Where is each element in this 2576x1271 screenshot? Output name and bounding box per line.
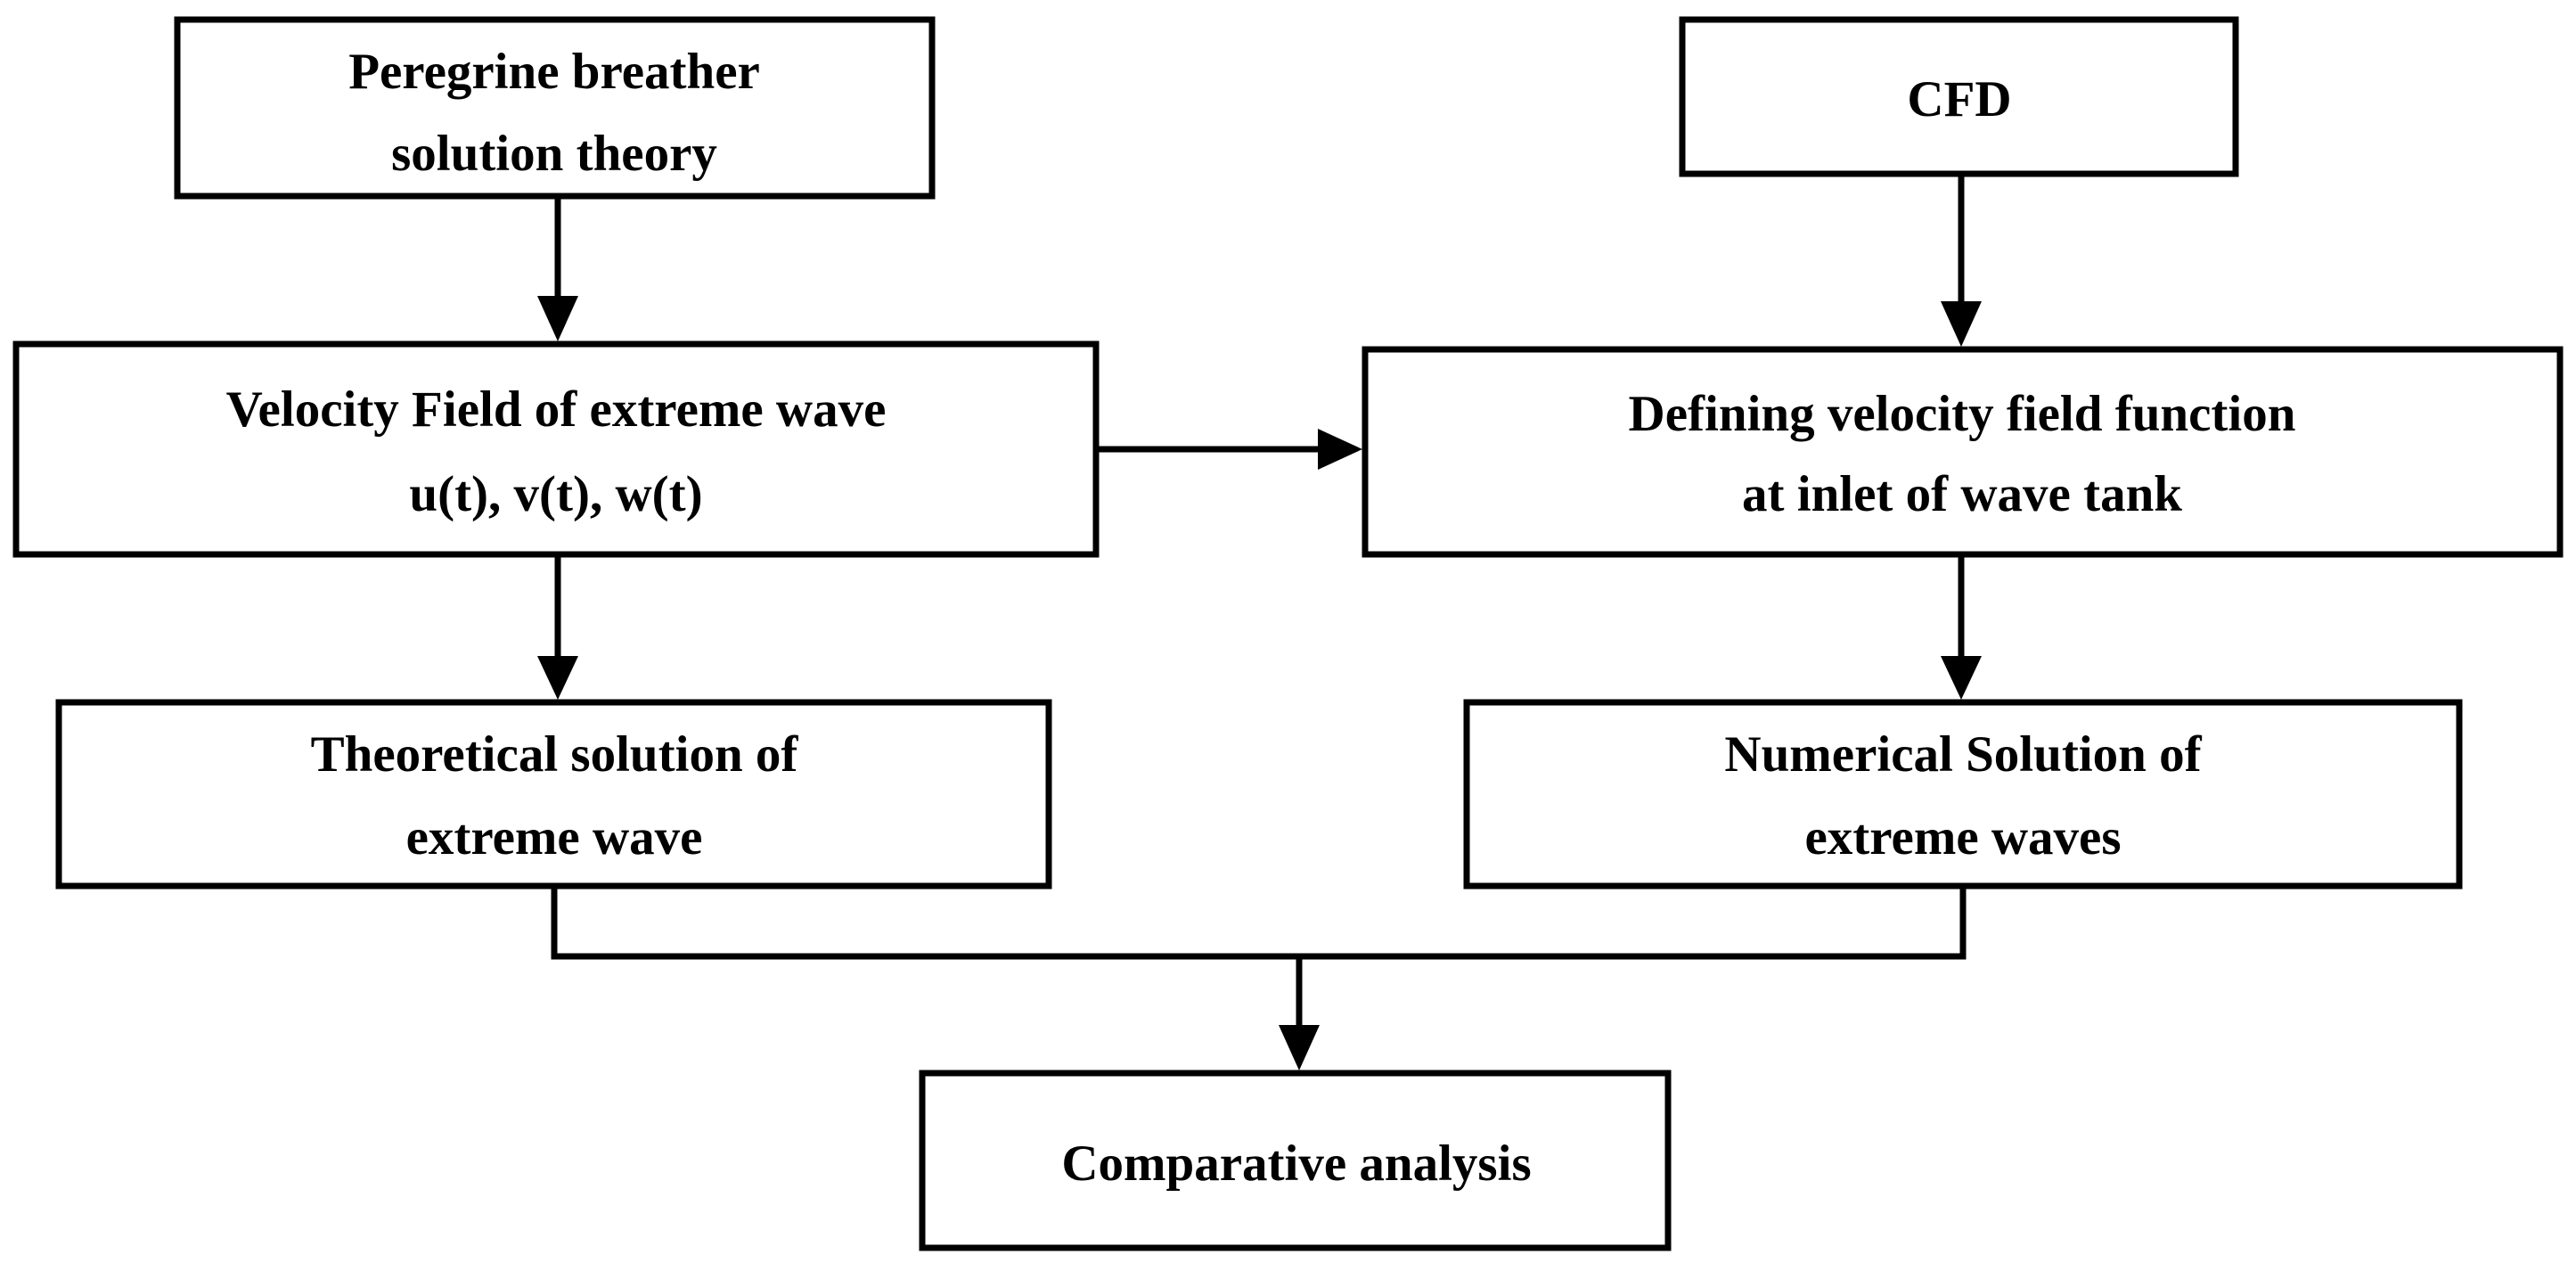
node-cfd: CFD	[1679, 16, 2239, 177]
node-numerical-solution-label-line2: extreme waves	[1804, 809, 2121, 865]
node-defining-velocity-field: Defining velocity field function at inle…	[1362, 346, 2564, 558]
arrow-velocity-field-to-theoretical-head	[537, 656, 578, 700]
node-theoretical-solution: Theoretical solution of extreme wave	[55, 699, 1052, 890]
node-comparative-analysis: Comparative analysis	[919, 1070, 1672, 1251]
node-peregrine-breather: Peregrine breather solution theory	[174, 16, 936, 200]
node-theoretical-solution-label-line2: extreme wave	[406, 809, 703, 865]
node-defining-velocity-field-box	[1362, 346, 2564, 558]
arrow-peregrine-to-velocity-field-head	[537, 296, 578, 341]
node-cfd-box	[1679, 16, 2239, 177]
arrow-velocity-field-to-theoretical	[537, 554, 578, 700]
node-velocity-field-box	[12, 340, 1100, 558]
arrow-cfd-to-defining-velocity	[1941, 174, 1982, 347]
node-peregrine-breather-box	[174, 16, 936, 200]
node-numerical-solution-label-line1: Numerical Solution of	[1724, 726, 2202, 783]
node-peregrine-breather-label-line2: solution theory	[391, 126, 717, 182]
arrow-defining-velocity-to-numerical	[1941, 554, 1982, 700]
node-defining-velocity-field-label-line2: at inlet of wave tank	[1742, 466, 2182, 522]
node-numerical-solution: Numerical Solution of extreme waves	[1463, 699, 2463, 890]
arrow-defining-velocity-to-numerical-head	[1941, 656, 1982, 700]
node-theoretical-solution-box	[55, 699, 1052, 890]
arrow-velocity-field-to-defining-velocity	[1096, 429, 1362, 470]
arrow-merge-to-comparative-analysis	[551, 886, 1967, 1070]
node-comparative-analysis-label: Comparative analysis	[1061, 1136, 1531, 1192]
node-theoretical-solution-label-line1: Theoretical solution of	[311, 726, 799, 783]
node-cfd-label: CFD	[1907, 71, 2011, 127]
arrow-cfd-to-defining-velocity-head	[1941, 301, 1982, 347]
node-velocity-field-label-line1: Velocity Field of extreme wave	[226, 381, 887, 438]
arrow-velocity-field-to-defining-velocity-head	[1318, 429, 1362, 470]
merge-line-from-numerical	[1299, 886, 1967, 960]
node-numerical-solution-box	[1463, 699, 2463, 890]
node-comparative-analysis-box	[919, 1070, 1672, 1251]
arrow-to-comparative-analysis-head	[1279, 1025, 1320, 1070]
node-velocity-field-label-line2: u(t), v(t), w(t)	[409, 466, 702, 522]
merge-line-from-theoretical	[551, 886, 1299, 960]
arrow-peregrine-to-velocity-field	[537, 196, 578, 341]
node-velocity-field: Velocity Field of extreme wave u(t), v(t…	[12, 340, 1100, 558]
node-peregrine-breather-label-line1: Peregrine breather	[348, 44, 760, 100]
node-defining-velocity-field-label-line1: Defining velocity field function	[1629, 386, 2296, 442]
